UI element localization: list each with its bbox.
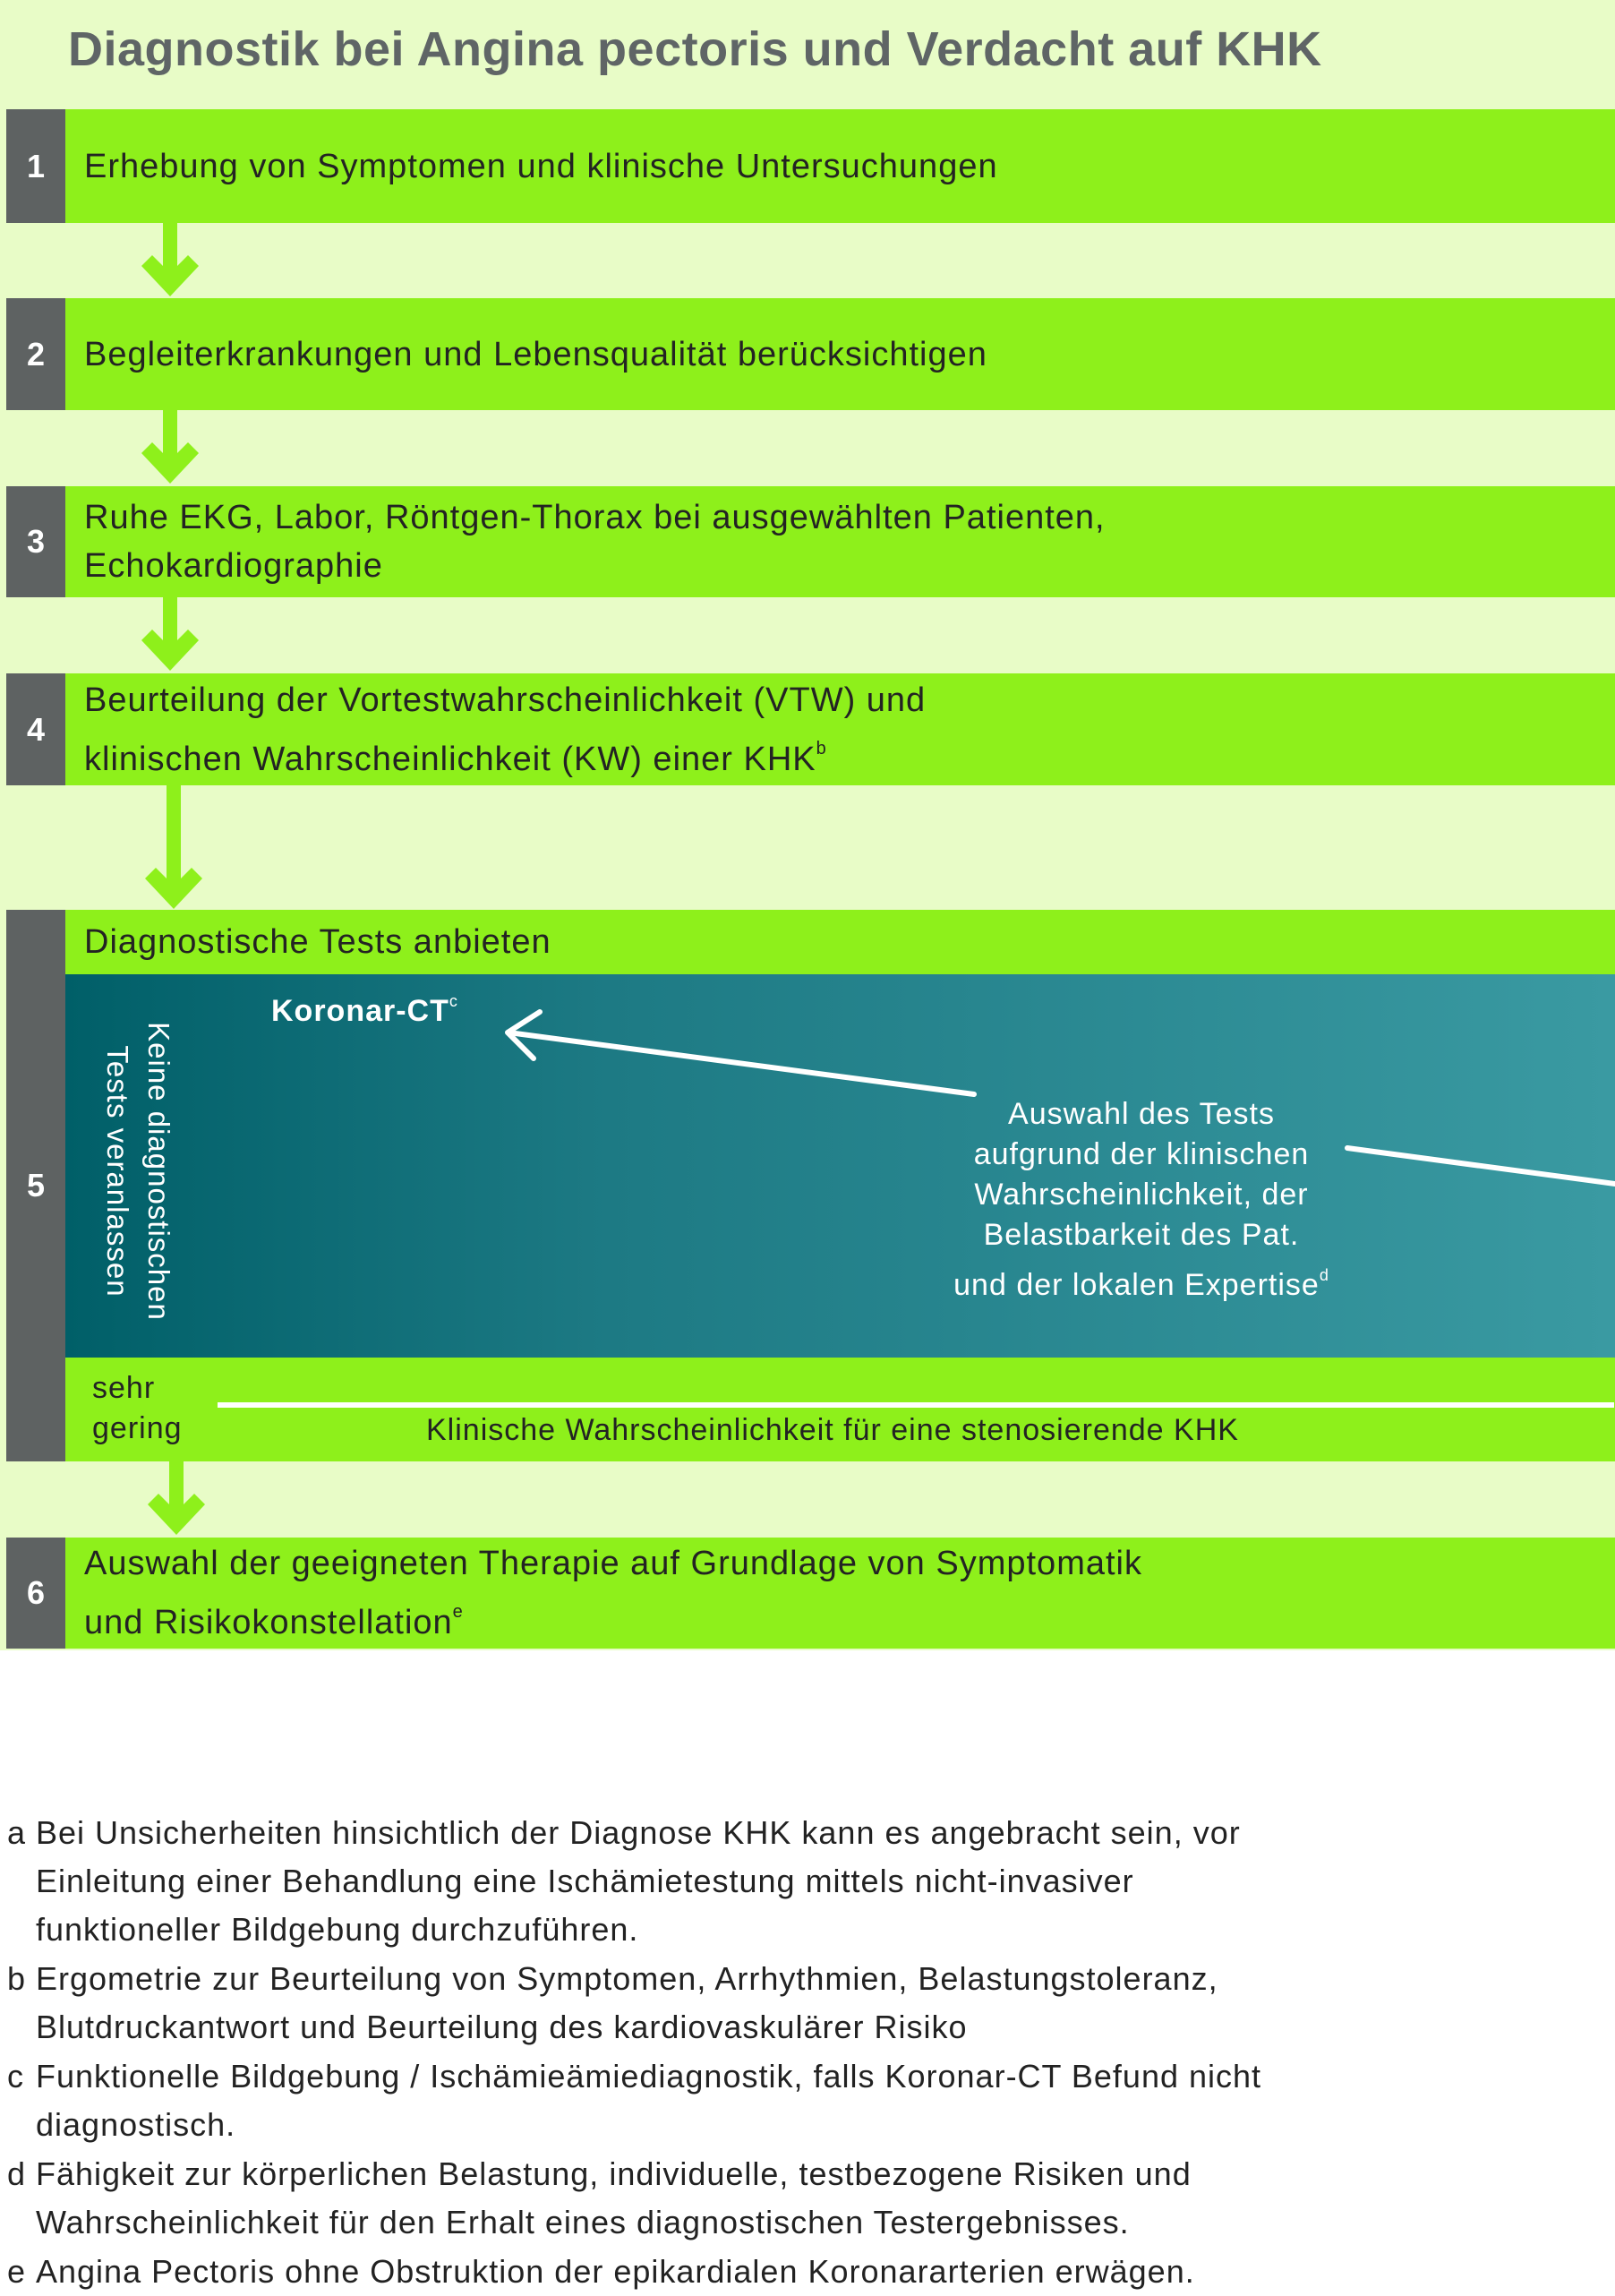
step-3-line1: Ruhe EKG, Labor, Röntgen-Thorax bei ausg… (84, 499, 1106, 536)
flow-arrow-1 (141, 223, 199, 296)
diagram-title: Diagnostik bei Angina pectoris und Verda… (68, 22, 1322, 76)
footnote-letter-b: b (7, 1960, 27, 1997)
step-2-text: Begleiterkrankungen und Lebensqualität b… (84, 330, 987, 379)
step-4-text: Beurteilung der Vortestwahrscheinlichkei… (84, 676, 926, 784)
step-number-1: 1 (6, 109, 65, 223)
footnote-letter-e: e (7, 2253, 27, 2290)
footnote-a: a Bei Unsicherheiten hinsichtlich der Di… (7, 1809, 1240, 1948)
footnote-d-line-2: Wahrscheinlichkeit für den Erhalt eines … (36, 2204, 1130, 2240)
clinical-probability-label: Klinische Wahrscheinlichkeit für eine st… (426, 1413, 1239, 1447)
auswahl-line-3: Wahrscheinlichkeit, der (974, 1178, 1309, 1212)
footnote-d: d Fähigkeit zur körperlichen Belastung, … (7, 2150, 1191, 2240)
koronar-ct-label: Koronar-CTc (271, 992, 458, 1029)
auswahl-line-5-text: und der lokalen Expertise (953, 1268, 1320, 1302)
step-4-line2: klinischen Wahrscheinlichkeit (KW) einer… (84, 724, 926, 784)
step5-annotations-svg (505, 1009, 1615, 1187)
footnote-a-line-1: Bei Unsicherheiten hinsichtlich der Diag… (36, 1814, 1241, 1851)
flow-arrow-3 (141, 597, 199, 671)
flow-arrow-5 (148, 1461, 205, 1535)
step-6-text: Auswahl der geeigneten Therapie auf Grun… (84, 1539, 1142, 1647)
step-6-superscript: e (452, 1602, 464, 1622)
test-selection-panel (65, 974, 1615, 1358)
step-4-superscript: b (816, 738, 827, 758)
footnote-letter-c: c (7, 2058, 24, 2095)
footnote-e-line-1: Angina Pectoris ohne Obstruktion der epi… (36, 2253, 1195, 2290)
gering-text: gering (92, 1411, 183, 1445)
probability-scale-box (65, 1358, 1615, 1461)
footnote-c: c Funktionelle Bildgebung / Ischämieämie… (7, 2052, 1260, 2143)
auswahl-superscript: d (1319, 1266, 1329, 1284)
footnote-letter-d: d (7, 2155, 27, 2192)
sehr-text: sehr (92, 1371, 156, 1405)
probability-scale-line (218, 1402, 1614, 1408)
vertical-line1: Keine diagnostischen (142, 1022, 175, 1321)
auswahl-connector-line (1345, 1145, 1615, 1187)
step-2-line1: Begleiterkrankungen und Lebensqualität b… (84, 335, 987, 373)
flow-arrow-4 (145, 785, 202, 909)
footnote-d-line-1: Fähigkeit zur körperlichen Belastung, in… (36, 2155, 1192, 2192)
flow-arrow-2 (141, 410, 199, 484)
very-low-label: sehr gering (92, 1368, 183, 1449)
footnote-letter-a: a (7, 1814, 27, 1851)
footnote-a-line-3: funktioneller Bildgebung durchzuführen. (36, 1911, 639, 1948)
test-selection-note: Auswahl des Tests aufgrund der klinische… (913, 1094, 1370, 1306)
step-number-2: 2 (6, 298, 65, 410)
koronar-pointer-arrow (505, 1009, 977, 1097)
footnote-c-line-1: Funktionelle Bildgebung / Ischämieämiedi… (36, 2058, 1262, 2095)
step-number-6: 6 (6, 1538, 65, 1649)
step-1-line1: Erhebung von Symptomen und klinische Unt… (84, 147, 998, 185)
step-4-box: Beurteilung der Vortestwahrscheinlichkei… (65, 673, 1615, 785)
auswahl-line-2: aufgrund der klinischen (973, 1137, 1310, 1171)
step-number-4: 4 (6, 673, 65, 785)
diagram-panel: Diagnostik bei Angina pectoris und Verda… (0, 0, 1615, 1650)
step-3-box: Ruhe EKG, Labor, Röntgen-Thorax bei ausg… (65, 486, 1615, 597)
step-1-box: Erhebung von Symptomen und klinische Unt… (65, 109, 1615, 223)
step-6-line1: Auswahl der geeigneten Therapie auf Grun… (84, 1545, 1142, 1582)
step-5-header-box: Diagnostische Tests anbieten (65, 910, 1615, 974)
footnote-e: e Angina Pectoris ohne Obstruktion der e… (7, 2248, 1194, 2296)
step-5-text: Diagnostische Tests anbieten (84, 923, 551, 961)
step-6-line2-text: und Risikokonstellation (84, 1604, 453, 1641)
step-2-box: Begleiterkrankungen und Lebensqualität b… (65, 298, 1615, 410)
vertical-line2: Tests veranlassen (101, 1045, 134, 1298)
step-6-box: Auswahl der geeigneten Therapie auf Grun… (65, 1538, 1615, 1649)
step-number-5: 5 (6, 910, 65, 1461)
step-4-line2-text: klinischen Wahrscheinlichkeit (KW) einer… (84, 740, 816, 778)
footnote-b-line-2: Blutdruckantwort und Beurteilung des kar… (36, 2009, 968, 2045)
auswahl-line-4: Belastbarkeit des Pat. (983, 1218, 1300, 1252)
step-4-line1: Beurteilung der Vortestwahrscheinlichkei… (84, 681, 927, 719)
footnote-c-line-2: diagnostisch. (36, 2106, 236, 2143)
step-number-3: 3 (6, 486, 65, 597)
step-1-text: Erhebung von Symptomen und klinische Unt… (84, 142, 998, 191)
step-6-line2: und Risikokonstellatione (84, 1588, 1142, 1647)
footnote-b: b Ergometrie zur Beurteilung von Symptom… (7, 1955, 1218, 2045)
auswahl-line-5: und der lokalen Expertised (913, 1255, 1370, 1306)
koronar-superscript: c (449, 992, 458, 1010)
footnote-a-line-2: Einleitung einer Behandlung eine Ischämi… (36, 1863, 1134, 1899)
step-3-text: Ruhe EKG, Labor, Röntgen-Thorax bei ausg… (84, 493, 1106, 590)
auswahl-line-1: Auswahl des Tests (1008, 1097, 1275, 1131)
step-3-line2: Echokardiographie (84, 547, 383, 585)
koronar-ct-text: Koronar-CT (271, 994, 449, 1028)
footnote-b-line-1: Ergometrie zur Beurteilung von Symptomen… (36, 1960, 1218, 1997)
